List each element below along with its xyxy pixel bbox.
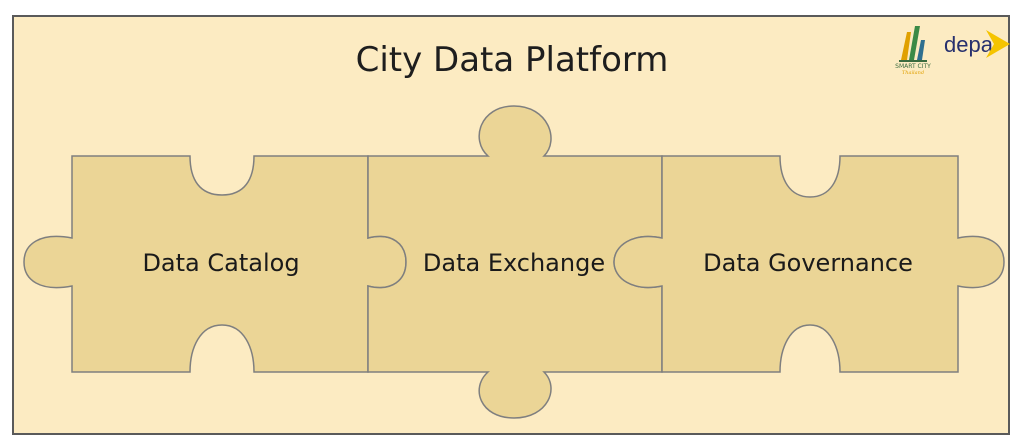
- smart-city-logo-icon: [899, 26, 927, 62]
- smart-city-logo-text: SMART CITY: [895, 63, 931, 70]
- depa-logo-text: depa: [944, 32, 993, 57]
- diagram-title: City Data Platform: [355, 40, 669, 80]
- puzzle-piece-data-catalog: [23, 155, 407, 373]
- piece-label-data-exchange: Data Exchange: [422, 249, 606, 277]
- smart-city-logo-subtitle: Thailand: [901, 70, 925, 76]
- piece-label-data-governance: Data Governance: [703, 249, 913, 277]
- depa-arrow-icon: [986, 30, 1010, 58]
- piece-label-data-catalog: Data Catalog: [142, 249, 300, 277]
- puzzle-piece-data-governance: [613, 155, 1005, 373]
